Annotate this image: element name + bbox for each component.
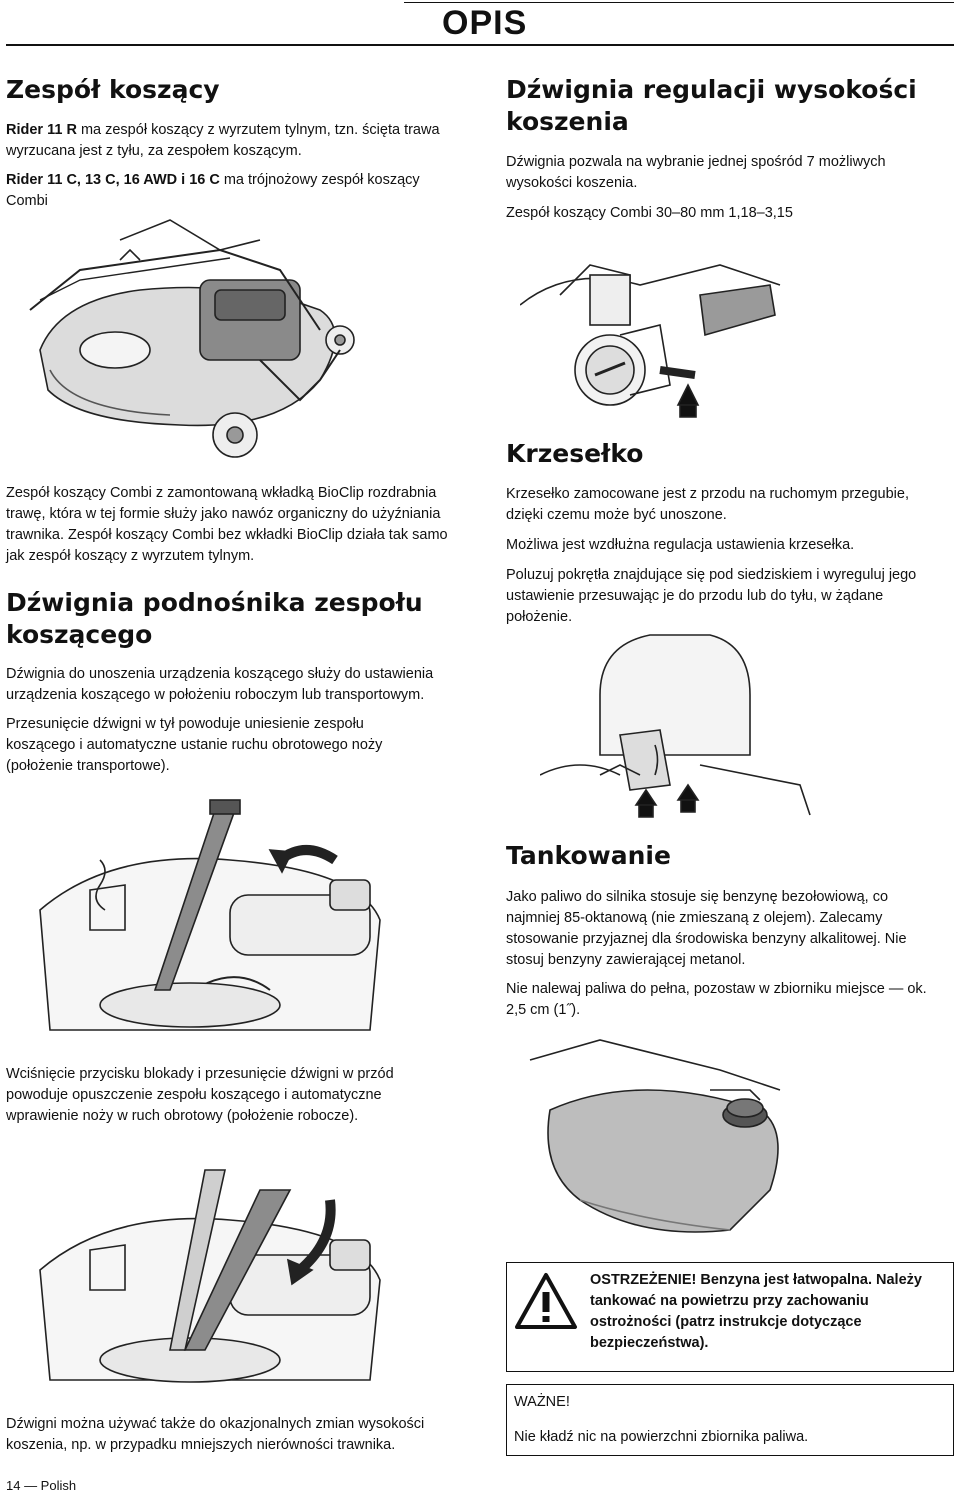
section-title-mower-deck: Zespół koszący bbox=[6, 75, 220, 104]
section-title-fueling: Tankowanie bbox=[506, 841, 671, 870]
seat-illustration bbox=[540, 634, 811, 818]
section-title-seat: Krzesełko bbox=[506, 439, 644, 468]
page-title: OPIS bbox=[442, 4, 528, 42]
warning-text: OSTRZEŻENIE! Benzyna jest łatwopalna. Na… bbox=[590, 1272, 922, 1351]
fuel-tank-illustration bbox=[529, 1039, 781, 1233]
mower-deck-caption: Zespół koszący Combi z zamontowaną wkład… bbox=[6, 485, 448, 564]
lift-lever-paragraph-2: Przesunięcie dźwigni w tył powoduje unie… bbox=[6, 716, 383, 774]
mower-deck-text-1: ma zespół koszący z wyrzutem tylnym, tzn… bbox=[6, 122, 440, 159]
section-title-height-lever: Dźwignia regulacji wysokości koszenia bbox=[506, 75, 917, 136]
height-lever-range: Zespół koszący Combi 30–80 mm 1,18–3,15 bbox=[506, 205, 793, 221]
height-lever-paragraph-1: Dźwignia pozwala na wybranie jednej spoś… bbox=[506, 154, 886, 191]
fueling-paragraph-2: Nie nalewaj paliwa do pełna, pozostaw w … bbox=[506, 981, 927, 1018]
mower-deck-paragraph-2: Rider 11 C, 13 C, 16 AWD i 16 C ma trójn… bbox=[6, 170, 456, 212]
mower-deck-illustration bbox=[29, 219, 355, 458]
model-name-rider-11r: Rider 11 R bbox=[6, 122, 77, 138]
model-names-combi: Rider 11 C, 13 C, 16 AWD i 16 C bbox=[6, 172, 220, 188]
seat-paragraph-3: Poluzuj pokrętła znajdujące się pod sied… bbox=[506, 567, 917, 625]
lift-lever-paragraph-4: Dźwigni można używać także do okazjonaln… bbox=[6, 1416, 425, 1453]
header-top-rule bbox=[404, 2, 954, 3]
fueling-paragraph-1: Jako paliwo do silnika stosuje się benzy… bbox=[506, 889, 907, 968]
page-number: 14 — Polish bbox=[6, 1478, 77, 1493]
important-text: Nie kładź nic na powierzchni zbiornika p… bbox=[514, 1429, 809, 1445]
lift-lever-lower-illustration bbox=[39, 1169, 381, 1383]
lift-lever-paragraph-1: Dźwignia do unoszenia urządzenia koszące… bbox=[6, 666, 434, 703]
mower-deck-paragraph-1: Rider 11 R ma zespół koszący z wyrzutem … bbox=[6, 120, 456, 162]
seat-paragraph-1: Krzesełko zamocowane jest z przodu na ru… bbox=[506, 486, 909, 523]
warning-box bbox=[506, 1262, 954, 1372]
section-title-lift-lever: Dźwignia podnośnika zespołu koszącego bbox=[6, 588, 423, 649]
lift-lever-raise-illustration bbox=[39, 799, 381, 1031]
warning-triangle-icon bbox=[515, 1273, 577, 1329]
mower-deck-text-2: ma trójnożowy zespół koszący Combi bbox=[6, 172, 420, 209]
important-title: WAŻNE! bbox=[514, 1394, 570, 1410]
important-box bbox=[506, 1384, 954, 1456]
height-lever-illustration bbox=[520, 264, 781, 418]
seat-paragraph-2: Możliwa jest wzdłużna regulacja ustawien… bbox=[506, 537, 855, 553]
header-rule bbox=[6, 44, 954, 46]
lift-lever-paragraph-3: Wciśnięcie przycisku blokady i przesunię… bbox=[6, 1066, 394, 1124]
